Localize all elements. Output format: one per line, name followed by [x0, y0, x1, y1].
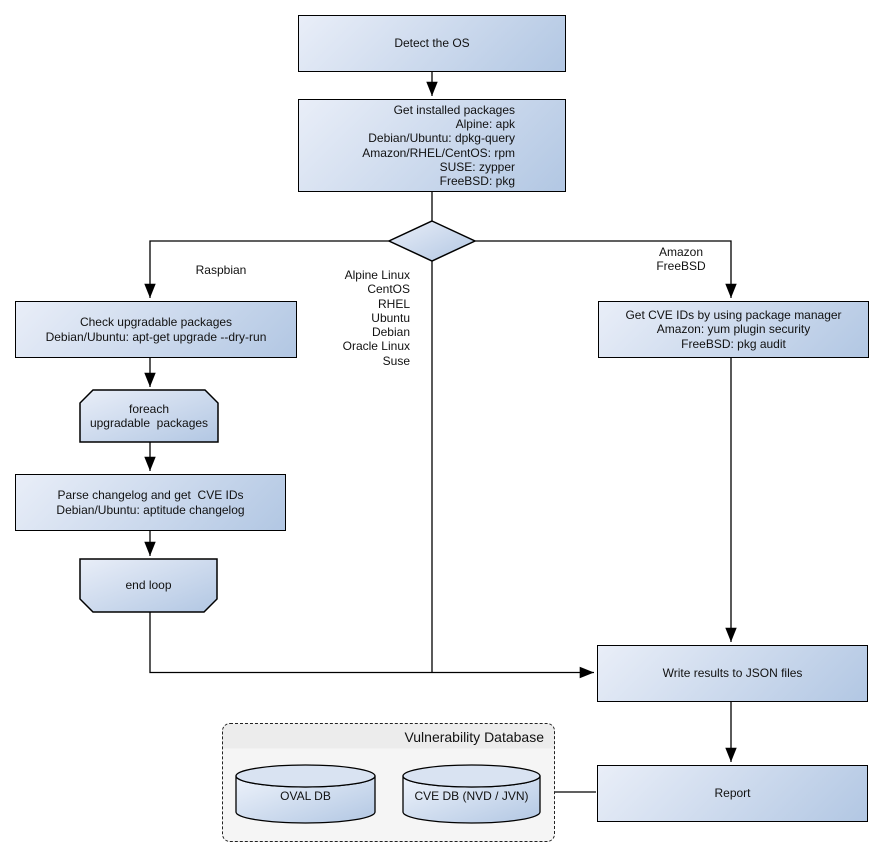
node-foreach-loop-label: foreach upgradable packages	[89, 401, 209, 430]
node-get-installed-packages-label: Get installed packages Alpine: apk Debia…	[362, 102, 515, 188]
node-detect-os-label: Detect the OS	[394, 36, 470, 51]
node-get-installed-packages: Get installed packages Alpine: apk Debia…	[298, 99, 566, 192]
node-check-upgradable-packages-label: Check upgradable packages Debian/Ubuntu:…	[45, 315, 267, 344]
node-write-results: Write results to JSON files	[597, 645, 868, 702]
cve-db-label: CVE DB (NVD / JVN)	[414, 788, 529, 803]
node-parse-changelog-label: Parse changelog and get CVE IDs Debian/U…	[56, 488, 245, 517]
node-get-cve-ids-label: Get CVE IDs by using package manager Ama…	[625, 308, 842, 351]
node-end-loop-label: end loop	[125, 578, 172, 593]
node-check-upgradable-packages: Check upgradable packages Debian/Ubuntu:…	[15, 301, 297, 358]
node-detect-os: Detect the OS	[298, 15, 566, 72]
node-end-loop: end loop	[80, 559, 217, 612]
edge-label-amazon-freebsd: Amazon FreeBSD	[656, 245, 706, 274]
cve-db-label-wrap: CVE DB (NVD / JVN)	[403, 778, 540, 814]
node-report: Report	[597, 765, 868, 822]
decision-diamond	[387, 220, 477, 262]
node-report-label: Report	[714, 786, 751, 801]
node-write-results-label: Write results to JSON files	[662, 666, 803, 681]
oval-db-label-wrap: OVAL DB	[236, 778, 375, 814]
edge-label-os-list: Alpine Linux CentOS RHEL Ubuntu Debian O…	[342, 268, 410, 368]
edge-endloop-to-write	[149, 611, 594, 679]
node-foreach-loop: foreach upgradable packages	[80, 390, 218, 442]
oval-db-label: OVAL DB	[280, 788, 331, 803]
vulnerability-database-title: Vulnerability Database	[404, 729, 544, 745]
node-get-cve-ids: Get CVE IDs by using package manager Ama…	[598, 301, 869, 358]
edge-label-raspbian: Raspbian	[195, 263, 247, 277]
node-parse-changelog: Parse changelog and get CVE IDs Debian/U…	[15, 474, 286, 531]
